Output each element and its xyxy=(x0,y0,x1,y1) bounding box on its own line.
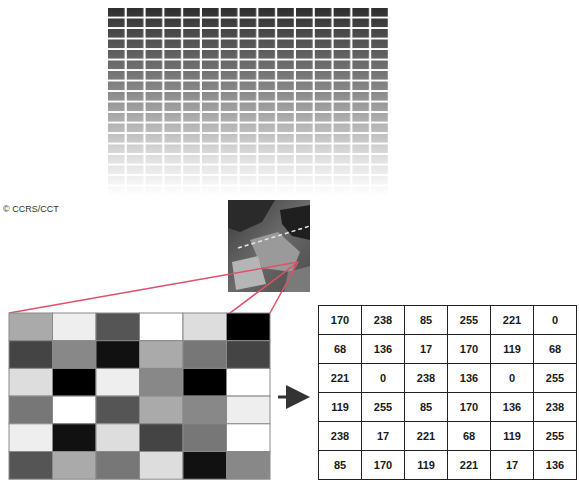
table-cell: 0 xyxy=(361,363,405,393)
pixel xyxy=(140,313,184,341)
pixel xyxy=(96,313,140,341)
table-cell: 119 xyxy=(490,421,534,451)
pixel xyxy=(53,424,97,452)
pixel-grid xyxy=(9,313,270,479)
table-cell: 68 xyxy=(318,334,362,364)
ramp-gridlines xyxy=(108,8,390,196)
pixel xyxy=(53,452,97,480)
table-cell: 119 xyxy=(490,334,534,364)
table-cell: 255 xyxy=(533,363,577,393)
pixel xyxy=(183,341,227,369)
greyscale-ramp xyxy=(108,8,390,196)
table-cell: 17 xyxy=(361,421,405,451)
table-cell: 255 xyxy=(361,392,405,422)
pixel xyxy=(9,424,53,452)
table-cell: 170 xyxy=(447,392,491,422)
table-cell: 17 xyxy=(490,450,534,480)
arrow xyxy=(278,396,304,399)
table-cell: 238 xyxy=(533,392,577,422)
pixel xyxy=(96,341,140,369)
table-cell: 136 xyxy=(533,450,577,480)
pixel xyxy=(53,396,97,424)
table-cell: 255 xyxy=(533,421,577,451)
table-cell: 170 xyxy=(447,334,491,364)
table-cell: 255 xyxy=(447,305,491,335)
satellite-image xyxy=(228,200,310,292)
table-cell: 170 xyxy=(361,450,405,480)
pixel xyxy=(140,396,184,424)
table-cell: 119 xyxy=(404,450,448,480)
table-cell: 221 xyxy=(404,421,448,451)
table-cell: 85 xyxy=(318,450,362,480)
pixel xyxy=(96,396,140,424)
table-cell: 136 xyxy=(447,363,491,393)
table-cell: 238 xyxy=(404,363,448,393)
table-cell: 68 xyxy=(447,421,491,451)
table-cell: 221 xyxy=(318,363,362,393)
table-cell: 238 xyxy=(361,305,405,335)
pixel xyxy=(183,313,227,341)
pixel xyxy=(227,424,271,452)
pixel xyxy=(96,452,140,480)
table-cell: 136 xyxy=(361,334,405,364)
pixel xyxy=(140,341,184,369)
pixel xyxy=(183,368,227,396)
pixel xyxy=(227,313,271,341)
pixel xyxy=(9,341,53,369)
pixel xyxy=(9,368,53,396)
copyright-note: © CCRS/CCT xyxy=(3,204,59,214)
table-cell: 85 xyxy=(404,305,448,335)
table-cell: 221 xyxy=(447,450,491,480)
pixel xyxy=(140,424,184,452)
pixel xyxy=(9,452,53,480)
pixel xyxy=(53,341,97,369)
table-cell: 221 xyxy=(490,305,534,335)
pixel xyxy=(53,368,97,396)
pixel xyxy=(227,368,271,396)
pixel xyxy=(183,396,227,424)
table-cell: 85 xyxy=(404,392,448,422)
pixel xyxy=(140,368,184,396)
table-cell: 170 xyxy=(318,305,362,335)
pixel xyxy=(53,313,97,341)
pixel xyxy=(9,313,53,341)
table-cell: 0 xyxy=(490,363,534,393)
pixel xyxy=(140,452,184,480)
table-cell: 136 xyxy=(490,392,534,422)
pixel xyxy=(183,424,227,452)
pixel xyxy=(96,424,140,452)
zoom-lines xyxy=(9,262,298,479)
pixel xyxy=(227,396,271,424)
table-cell: 17 xyxy=(404,334,448,364)
pixel xyxy=(183,452,227,480)
pixel xyxy=(227,341,271,369)
table-cell: 0 xyxy=(533,305,577,335)
pixel xyxy=(96,368,140,396)
table-cell: 68 xyxy=(533,334,577,364)
pixel xyxy=(227,452,271,480)
pixel xyxy=(9,396,53,424)
table-cell: 119 xyxy=(318,392,362,422)
table-cell: 238 xyxy=(318,421,362,451)
